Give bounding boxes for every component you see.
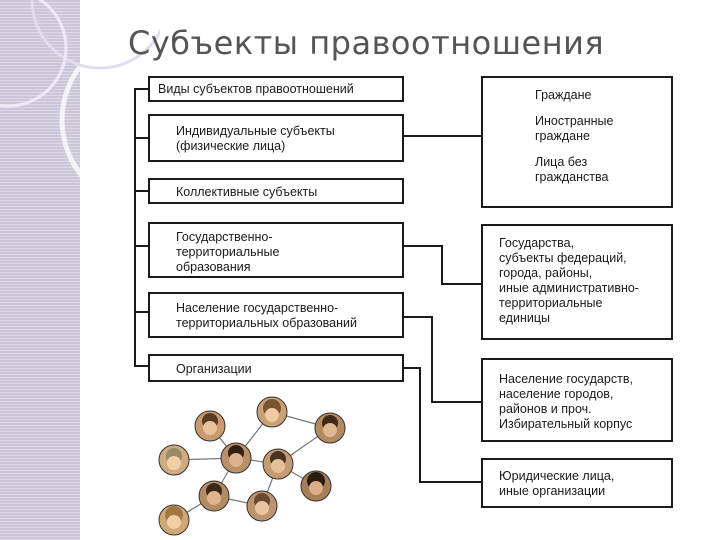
box-organizations: Организации [148, 354, 404, 382]
person-avatar-icon [158, 444, 190, 476]
box-line: субъекты федераций, [499, 251, 627, 265]
person-avatar-icon [262, 448, 294, 480]
box-citizens: Граждане Иностранные граждане Лица без г… [481, 76, 673, 208]
box-line: граждане [535, 129, 590, 143]
person-avatar-icon [300, 470, 332, 502]
box-line [535, 144, 661, 155]
box-line: районов и проч. [499, 402, 592, 416]
box-line: образования [176, 260, 251, 274]
box-line: Виды субъектов правоотношений [158, 82, 354, 96]
box-line [535, 103, 661, 114]
person-avatar-icon [194, 410, 226, 442]
people-network-illustration [158, 396, 346, 536]
box-line: Индивидуальные субъекты [176, 124, 335, 138]
person-avatar-icon [158, 504, 190, 536]
box-subject-types: Виды субъектов правоотношений [148, 76, 404, 102]
box-individual-subjects: Индивидуальные субъекты (физические лица… [148, 114, 404, 162]
box-line: Иностранные [535, 114, 614, 128]
box-line: Избирательный корпус [499, 417, 633, 431]
box-line: гражданства [535, 170, 609, 184]
decorative-circles [0, 0, 160, 211]
box-population: Население государственно- территориальны… [148, 292, 404, 338]
box-line: Население государств, [499, 372, 633, 386]
box-legal-entities: Юридические лица, иные организации [481, 458, 673, 508]
box-line: иные организации [499, 484, 606, 498]
box-line: Государства, [499, 236, 575, 250]
box-line: Коллективные субъекты [176, 185, 318, 199]
box-line: Лица без [535, 155, 588, 169]
box-line: города, районы, [499, 266, 593, 280]
box-collective-subjects: Коллективные субъекты [148, 178, 404, 204]
person-avatar-icon [220, 442, 252, 474]
person-avatar-icon [198, 480, 230, 512]
box-line: население городов, [499, 387, 614, 401]
box-line: территориальные [176, 245, 280, 259]
box-state-territorial: Государственно- территориальные образова… [148, 222, 404, 278]
box-line: территориальные [499, 296, 603, 310]
box-line: Юридические лица, [499, 469, 615, 483]
slide-title: Субъекты правоотношения [128, 24, 605, 62]
box-line: (физические лица) [176, 139, 286, 153]
person-avatar-icon [314, 412, 346, 444]
box-line: единицы [499, 311, 550, 325]
box-line: Организации [176, 362, 252, 376]
box-line: Граждане [535, 88, 592, 102]
box-states: Государства, субъекты федераций, города,… [481, 224, 673, 340]
box-line: Население государственно- [176, 301, 339, 315]
person-avatar-icon [246, 490, 278, 522]
box-line: иные административно- [499, 281, 639, 295]
box-line: территориальных образований [176, 316, 357, 330]
box-population-detail: Население государств, население городов,… [481, 358, 673, 442]
box-line: Государственно- [176, 230, 273, 244]
person-avatar-icon [256, 396, 288, 428]
